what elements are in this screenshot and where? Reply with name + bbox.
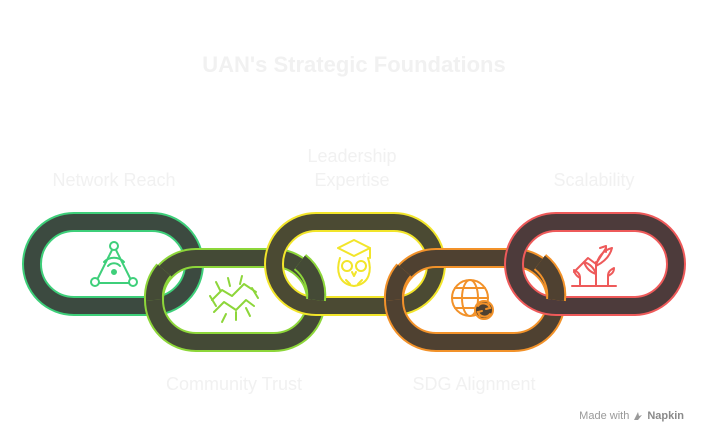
chain-interlock-2 [293, 254, 327, 302]
globe-cycle-icon [451, 279, 494, 320]
napkin-logo-icon [634, 412, 643, 420]
label-leadership-line-2: Expertise [314, 170, 390, 190]
diagram-title: UAN's Strategic Foundations [202, 52, 506, 77]
footer-attribution: Made with Napkin [579, 410, 684, 422]
network-signal-icon [90, 241, 138, 287]
label-scalability: Scalability [553, 170, 635, 190]
label-sdg-alignment: SDG Alignment [412, 374, 536, 394]
chain-interlock-1 [143, 263, 172, 301]
footer-brand: Napkin [647, 410, 684, 422]
chain-interlock-3 [383, 263, 412, 301]
label-leadership-line-1: Leadership [307, 146, 397, 166]
growth-sprout-icon [571, 245, 617, 287]
handshake-icon [209, 275, 259, 323]
footer-made-with: Made with [579, 410, 630, 422]
label-network-reach: Network Reach [52, 170, 176, 190]
label-leadership-expertise: Leadership Expertise [262, 144, 442, 192]
owl-graduate-icon [337, 239, 371, 287]
label-community-trust: Community Trust [165, 374, 303, 394]
chain-link-scalability [504, 212, 686, 316]
chain-interlock-4 [533, 254, 567, 302]
